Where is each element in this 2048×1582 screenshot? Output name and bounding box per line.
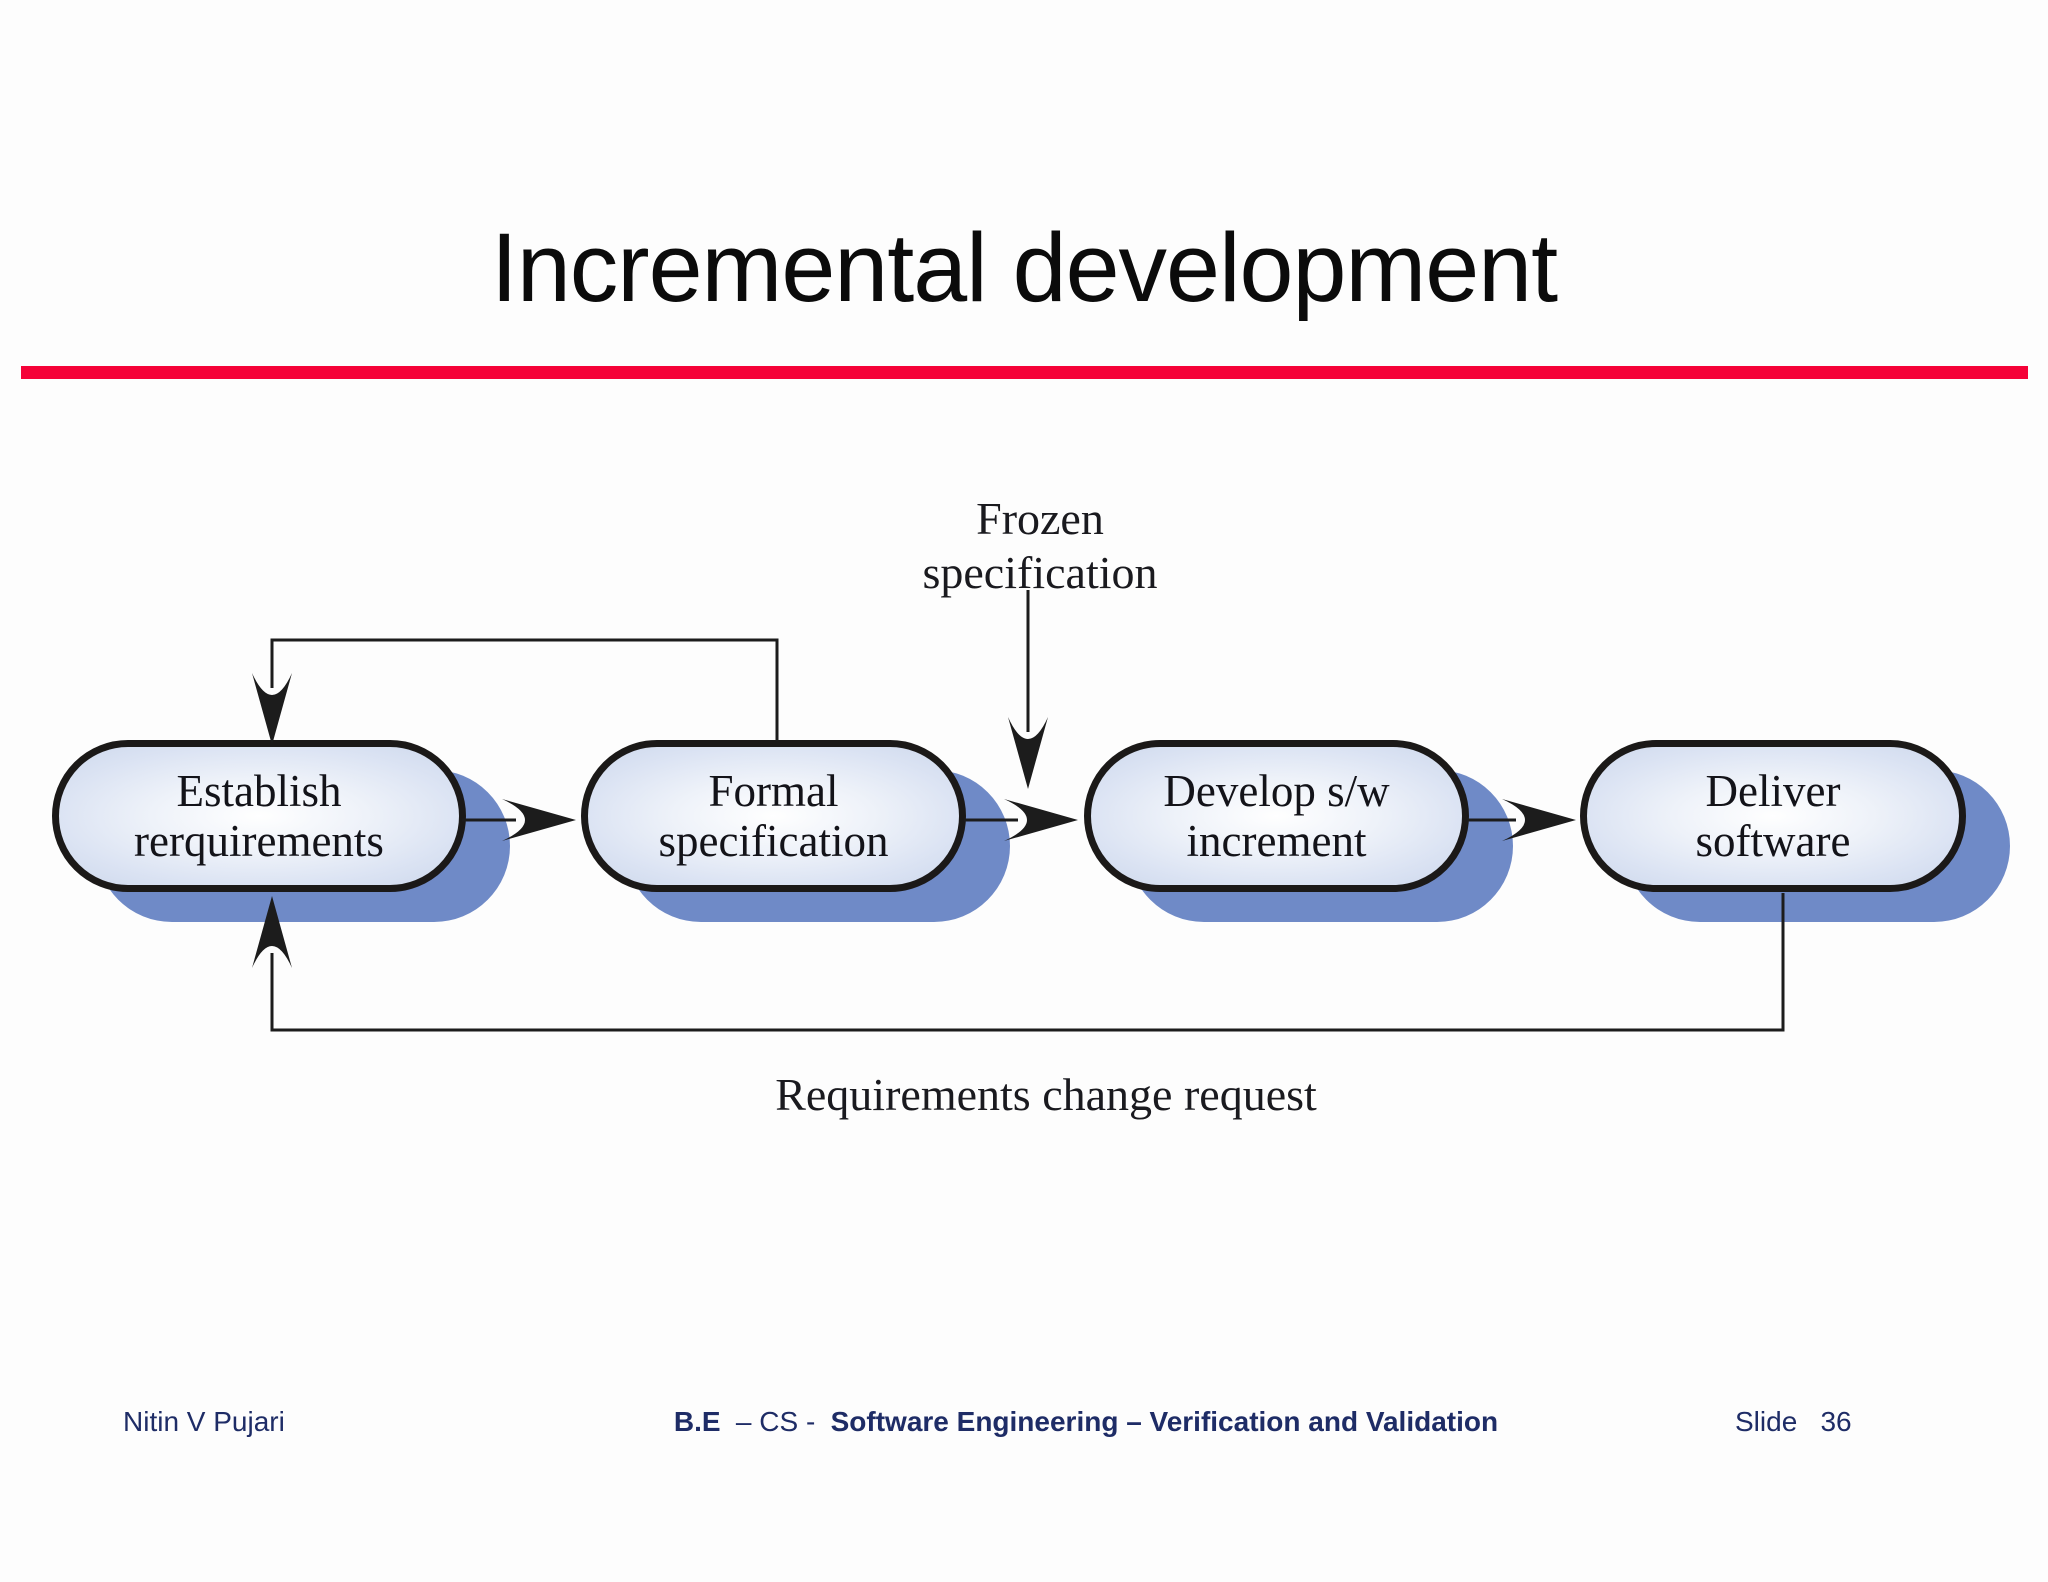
node-body: Formal specification: [581, 740, 966, 892]
node-label-line2: increment: [1186, 816, 1367, 866]
title-accent-rule: [21, 366, 2028, 379]
node-body: Deliver software: [1580, 740, 1966, 892]
footer-slide-indicator: Slide 36: [1735, 1406, 1852, 1438]
footer-course-mid: – CS -: [735, 1406, 816, 1437]
node-label-line1: Formal: [708, 765, 839, 816]
down-arrowhead-icon: [252, 673, 292, 745]
down-arrowhead-icon: [1008, 717, 1048, 789]
frozen-specification-label: Frozen specification: [922, 492, 1157, 601]
node-formal-specification: Formal specification: [581, 740, 1010, 922]
footer-course-main: Software Engineering – Verification and …: [830, 1406, 1499, 1437]
right-arrowhead-icon: [1004, 799, 1078, 841]
node-label-line2: specification: [658, 816, 889, 866]
requirements-change-request-label: Requirements change request: [775, 1069, 1317, 1120]
node-label-line1: Establish: [176, 765, 342, 816]
node-label-line1: Deliver: [1705, 765, 1841, 816]
node-establish-requirements: Establish rerquirements: [52, 740, 510, 922]
slide-title: Incremental development: [490, 213, 1558, 322]
node-body: Establish rerquirements: [52, 740, 466, 892]
bottom-feedback-connector: [270, 893, 1785, 1032]
node-deliver-software: Deliver software: [1580, 740, 2010, 922]
node-body: Develop s/w increment: [1084, 740, 1469, 892]
footer-slide-number: 36: [1820, 1406, 1852, 1437]
footer-course-prefix: B.E: [673, 1406, 721, 1437]
footer-author: Nitin V Pujari: [123, 1406, 285, 1437]
node-label-line2: rerquirements: [134, 816, 384, 866]
top-feedback-connector: [270, 638, 779, 741]
node-label-line2: software: [1695, 816, 1851, 866]
footer-slide-label: Slide: [1735, 1406, 1798, 1437]
right-arrowhead-icon: [1502, 799, 1576, 841]
frozen-label-line1: Frozen: [976, 493, 1104, 544]
node-develop-sw-increment: Develop s/w increment: [1084, 740, 1513, 922]
frozen-label-line2: specification: [922, 547, 1158, 599]
node-label-line1: Develop s/w: [1163, 765, 1390, 816]
right-arrowhead-icon: [502, 799, 576, 841]
footer: Nitin V Pujari B.E – CS - Software Engin…: [0, 1406, 2048, 1446]
footer-course-title: B.E – CS - Software Engineering – Verifi…: [674, 1406, 1498, 1438]
